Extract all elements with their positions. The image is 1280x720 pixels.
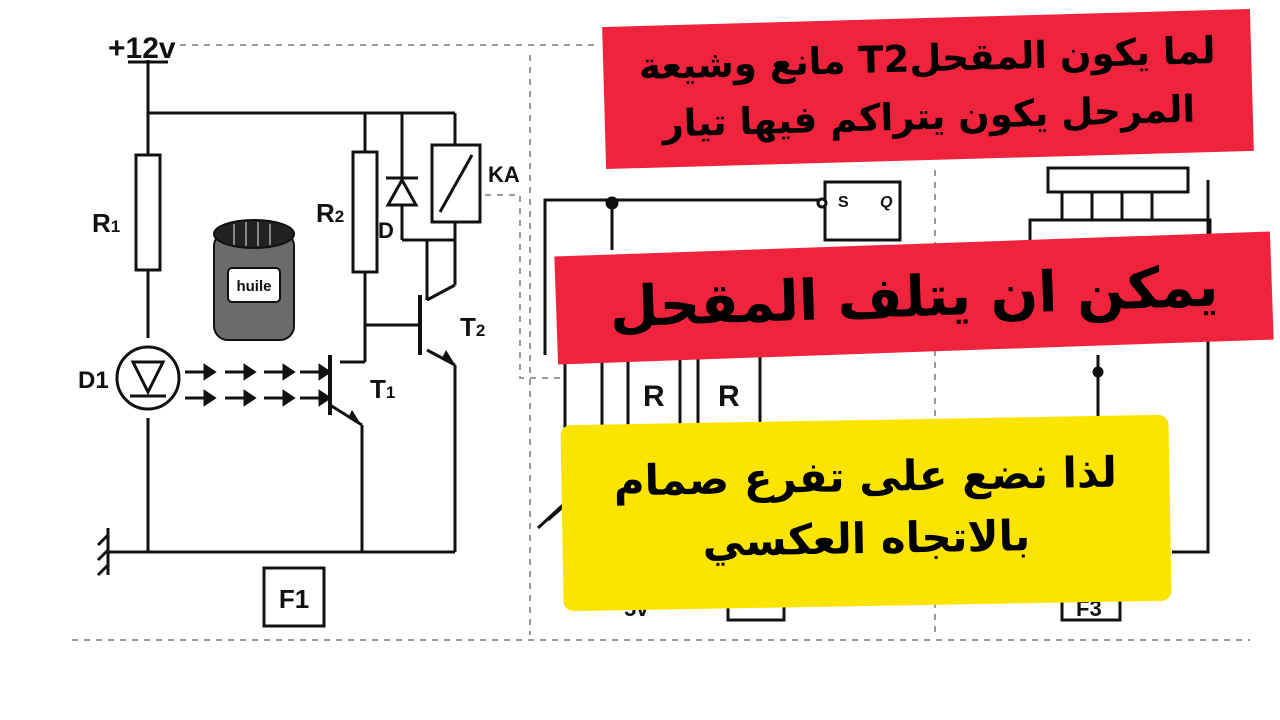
t1-label: T: [370, 374, 386, 404]
resistor-r1: R1: [92, 153, 162, 272]
supply-terminal: +12v: [108, 32, 176, 65]
r1-label: R: [92, 208, 111, 238]
t2-subscript: 2: [476, 321, 485, 340]
f1-box: F1: [262, 566, 326, 628]
resistor-r-b-label: R: [718, 380, 740, 413]
svg-text:R1: R1: [92, 208, 120, 238]
supply-label: +12v: [108, 32, 176, 65]
r2-label: R: [316, 198, 335, 228]
r2-subscript: 2: [335, 207, 344, 226]
t1-subscript: 1: [386, 383, 395, 402]
warning-banner-top: لما يكون المقحلT2 مانع وشيعة المرحل يكون…: [602, 8, 1254, 170]
svg-text:R2: R2: [316, 198, 344, 228]
latch-s-label: S: [838, 194, 849, 211]
oil-can-icon: huile: [213, 219, 295, 341]
f1-label: F1: [279, 584, 309, 614]
transistor-t2: [418, 295, 456, 366]
banner-bottom-line2: بالاتجاه العكسي: [702, 511, 1031, 566]
relay-coil-ka: KA: [430, 143, 520, 224]
d1-label: D1: [78, 367, 109, 394]
r1-subscript: 1: [111, 217, 120, 236]
oil-label: huile: [236, 278, 271, 295]
transistor-t1: [328, 355, 362, 426]
resistor-r2: R2: [316, 150, 379, 274]
latch-q-label: Q: [880, 194, 893, 211]
banner-bottom-line1: لذا نضع على تفرع صمام: [613, 447, 1118, 506]
light-arrows: [185, 363, 332, 407]
relay-ka-label: KA: [488, 162, 520, 187]
diode-d: D: [378, 140, 419, 243]
svg-text:T1: T1: [370, 374, 395, 404]
resistor-r-a-label: R: [643, 380, 665, 413]
photodiode-d1: D1: [78, 345, 181, 411]
ground-symbol: [96, 528, 110, 577]
solution-banner-bottom: لذا نضع على تفرع صمام بالاتجاه العكسي: [560, 414, 1172, 612]
svg-text:T2: T2: [460, 312, 485, 342]
t2-label: T: [460, 312, 476, 342]
diode-d-label: D: [378, 218, 394, 243]
